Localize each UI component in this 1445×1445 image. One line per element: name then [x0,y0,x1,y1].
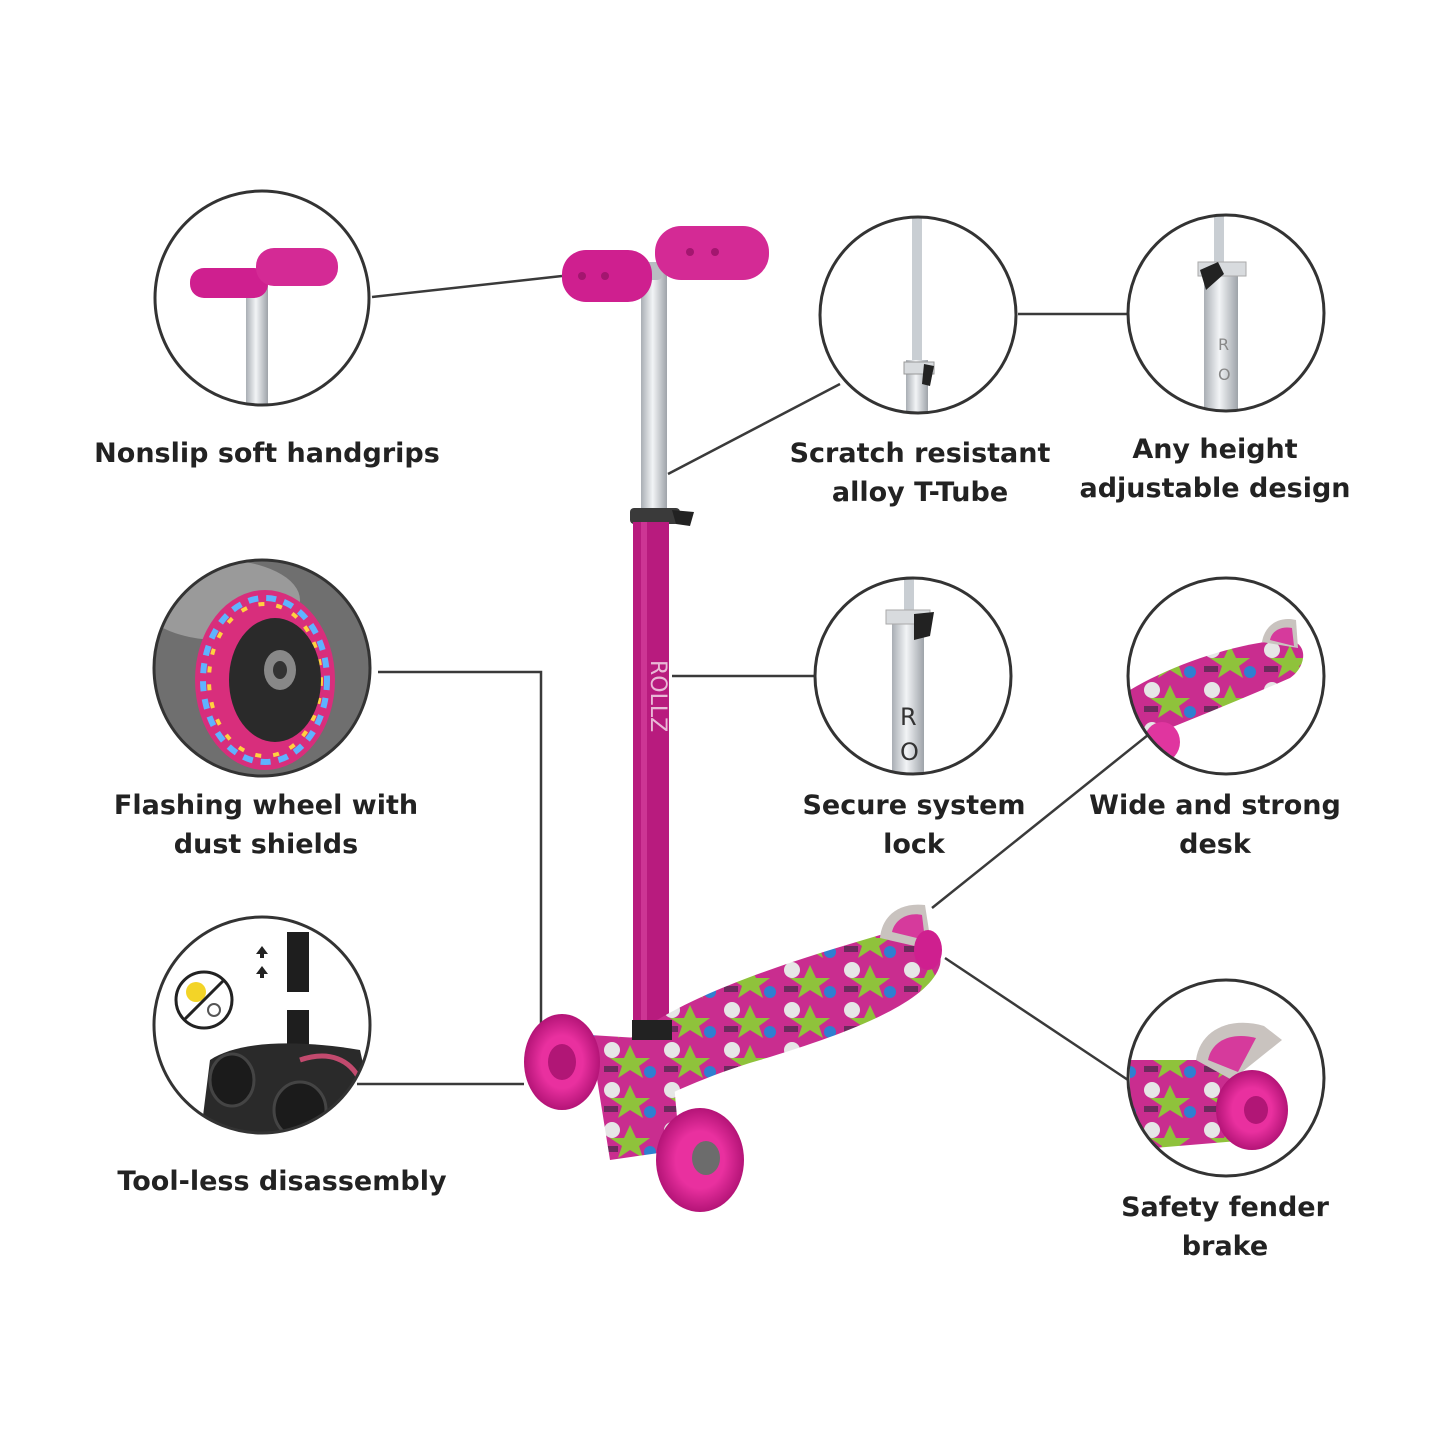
deck [600,931,941,1120]
fender-brake-icon [1126,978,1326,1178]
connector-t-tube [667,382,841,476]
label-deck: Wide and strong desk [1089,790,1341,860]
label-t-tube: Scratch resistant alloy T-Tube [789,438,1051,508]
label-lock: Secure system lock [802,790,1026,860]
toolless-icon [152,915,372,1135]
svg-text:R: R [1218,335,1229,354]
feature-circle-height: R O [1126,213,1326,413]
svg-text:R: R [900,703,917,731]
label-height: Any height adjustable design [1079,434,1351,504]
svg-text:O: O [900,738,919,766]
connector-deck [931,734,1149,909]
height-clamp-icon [1126,213,1326,413]
label-brake: Safety fender brake [1121,1192,1329,1262]
connector-lines [357,274,1149,1086]
feature-circle-disassembly [152,915,372,1135]
feature-circle-handgrips [153,189,371,407]
feature-circle-brake [1126,978,1326,1178]
connector-wheel [378,670,543,1026]
aluminium-tube-icon [818,215,1018,415]
feature-circle-wheel [152,558,372,778]
rear-wheel [914,930,942,970]
label-disassembly: Tool-less disassembly [117,1166,447,1197]
feature-circle-lock: R O [813,576,1013,776]
label-handgrips: Nonslip soft handgrips [94,438,440,469]
stem-brand: ROLLZ [645,660,670,732]
scooter-illustration: ROLLZ [524,226,942,1212]
deck-icon [1126,576,1326,776]
feature-circle-deck [1126,576,1326,776]
label-wheel: Flashing wheel with dust shields [113,790,419,860]
svg-text:O: O [1218,365,1231,384]
lock-clamp-icon [813,576,1013,776]
feature-circle-t-tube [818,215,1018,415]
connector-handgrips [371,274,563,299]
upper-tube [641,270,667,520]
handgrip-icon [153,189,371,407]
lower-stem [633,522,669,1032]
led-wheel-icon [152,558,372,778]
connector-brake [944,956,1129,1082]
